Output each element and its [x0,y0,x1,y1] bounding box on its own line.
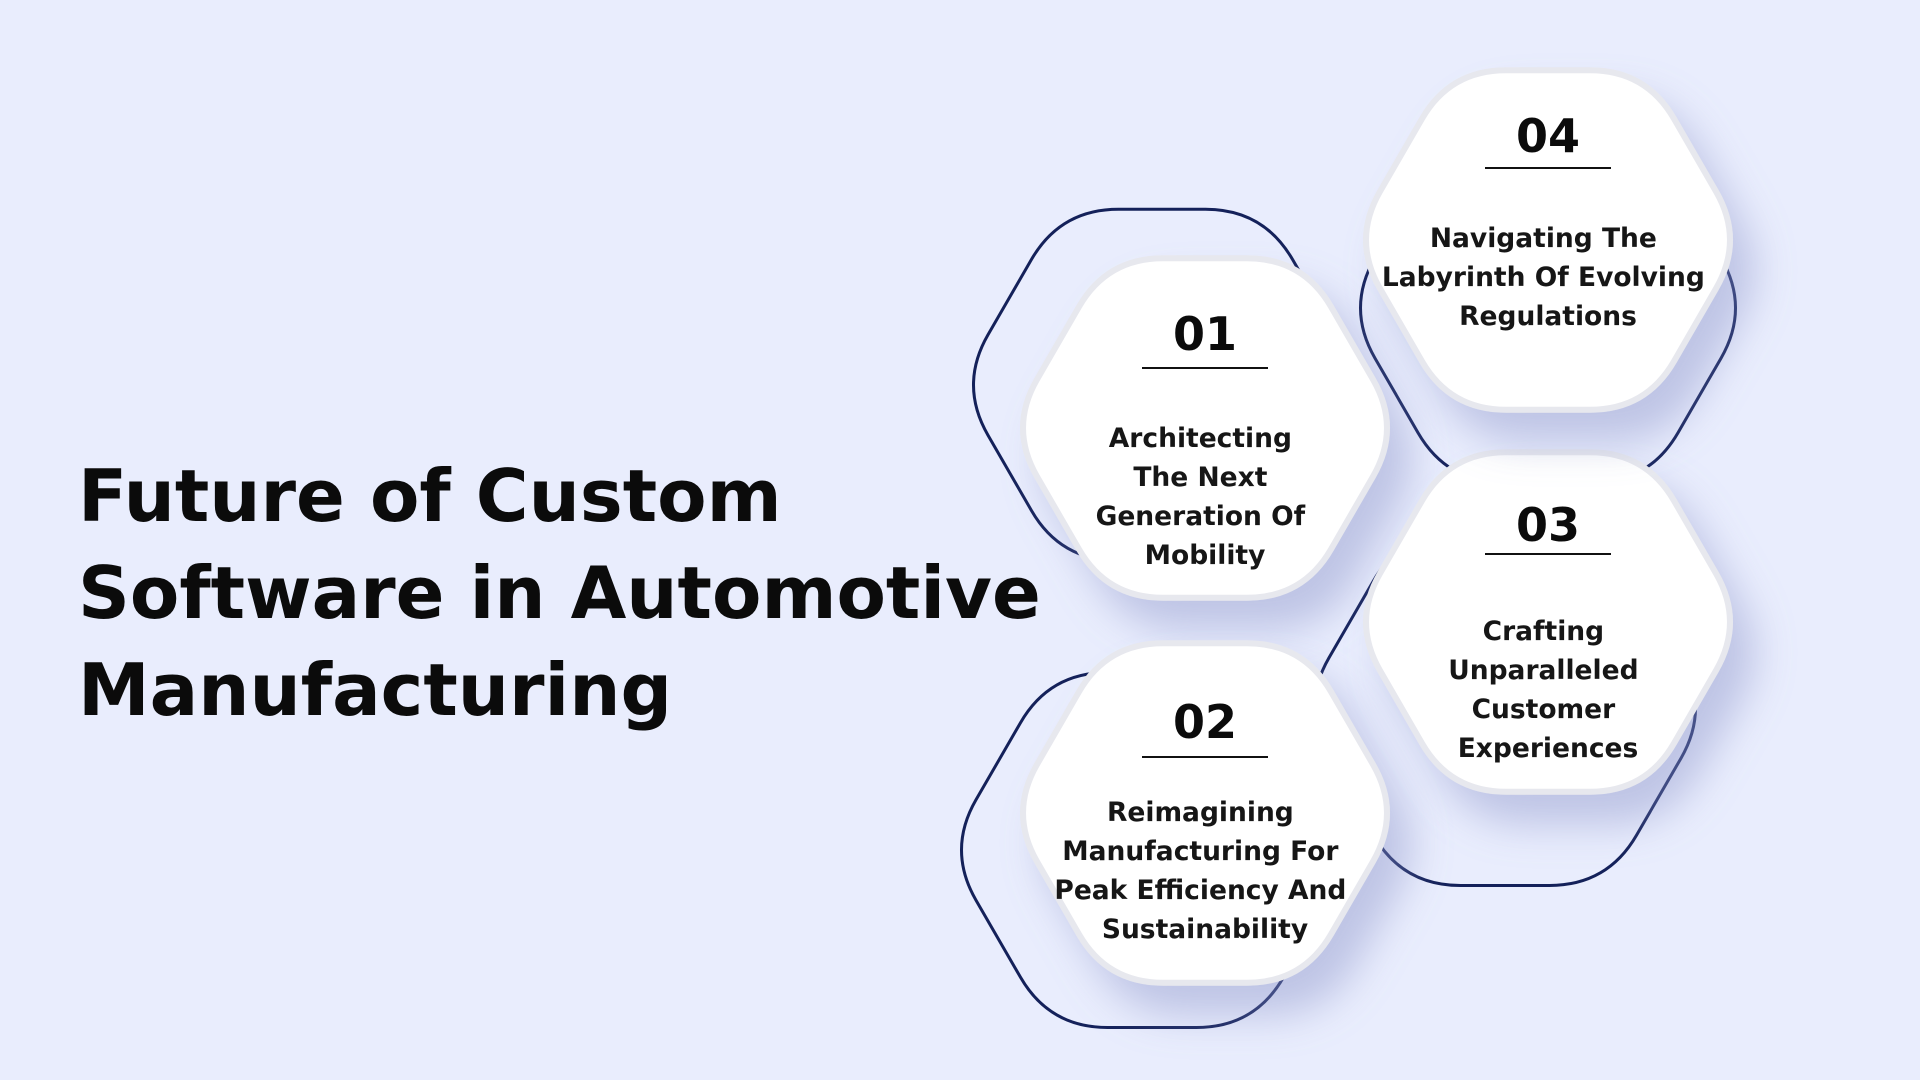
hexagon-cards: 01 Architecting The Next Generation Of M… [1020,67,1733,986]
step-label-line: Generation Of [1096,501,1306,532]
step-label-line: Architecting [1109,423,1292,454]
hexagon-card-02: 02 Reimagining Manufacturing For Peak Ef… [1020,640,1390,986]
step-label-line: Unparalleled [1448,655,1638,686]
hexagon-card-01: 01 Architecting The Next Generation Of M… [1020,255,1390,601]
step-label-line: Mobility [1145,540,1266,571]
step-label-line: Labyrinth Of Evolving [1382,262,1705,293]
hexagon-shape [1020,640,1390,986]
title-line-1: Future of Custom [78,454,782,538]
hexagon-shape [1020,255,1390,601]
step-label: Navigating The Labyrinth Of Evolving Reg… [1382,223,1714,332]
step-label-line: The Next [1133,462,1267,493]
step-label-line: Manufacturing For [1062,836,1338,867]
step-label-line: Reimagining [1107,797,1294,828]
hexagon-shape [1363,67,1733,413]
step-label-line: Navigating The [1430,223,1657,254]
hexagon-card-03: 03 Crafting Unparalleled Customer Experi… [1363,449,1733,795]
hexagon-card-04: 04 Navigating The Labyrinth Of Evolving … [1363,67,1733,413]
step-label-line: Experiences [1458,733,1639,764]
step-label-line: Sustainability [1102,914,1308,945]
step-label-line: Regulations [1459,301,1637,332]
step-label: Reimagining Manufacturing For Peak Effic… [1054,797,1355,945]
step-label: Architecting The Next Generation Of Mobi… [1096,423,1315,571]
step-number: 03 [1516,498,1580,552]
hexagon-shape [1363,449,1733,795]
step-number: 04 [1516,109,1580,163]
step-label: Crafting Unparalleled Customer Experienc… [1448,616,1648,764]
step-number: 02 [1173,695,1237,749]
step-label-line: Customer [1472,694,1616,725]
step-label-line: Crafting [1483,616,1605,647]
step-label-line: Peak Efficiency And [1054,875,1346,906]
title-line-3: Manufacturing [78,648,672,732]
title-line-2: Software in Automotive [78,551,1041,635]
page-title: Future of Custom Software in Automotive … [78,448,1041,739]
step-number: 01 [1173,307,1237,361]
